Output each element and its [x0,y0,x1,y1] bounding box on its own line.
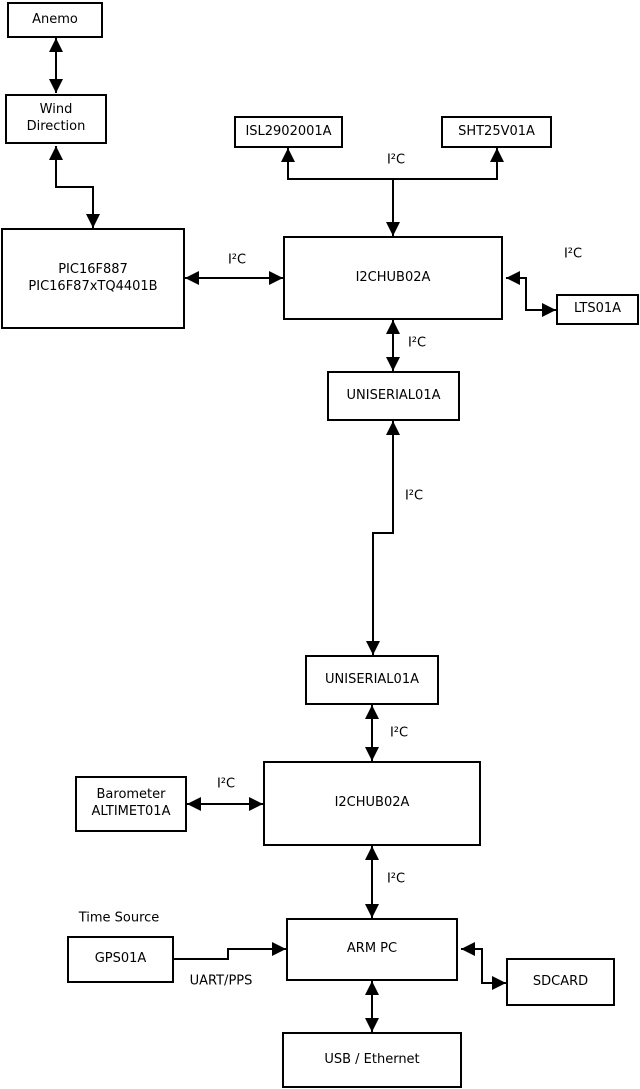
node-isl2902001a: ISL2902001A [234,116,343,148]
node-lts01a-label: LTS01A [573,301,622,317]
node-uniserial01a-lower: UNISERIAL01A [305,655,439,705]
node-anemo-label: Anemo [32,11,78,27]
label-i2c-uni2-hub2: I²C [389,725,409,741]
node-gps01a-label: GPS01A [94,951,147,967]
node-barometer-altimet01a-label: Barometer ALTIMET01A [91,787,171,819]
node-usb-ethernet-label: USB / Ethernet [324,1051,420,1067]
label-i2c-bus-top: I²C [386,152,406,168]
label-i2c-hub1-lts: I²C [563,246,583,262]
connector-arm-sdcard [461,942,506,990]
connector-wind-pic [49,146,100,228]
label-i2c-uni1-uni2: I²C [404,488,424,504]
node-wind-direction: Wind Direction [5,94,107,144]
node-lts01a: LTS01A [556,294,639,325]
node-uniserial01a-upper: UNISERIAL01A [327,371,460,421]
label-i2c-hub1-uni1: I²C [407,335,427,351]
node-pic16f887-label: PIC16F887 PIC16F87xTQ4401B [28,261,158,294]
node-uniserial01a-lower-label: UNISERIAL01A [325,671,419,687]
node-anemo: Anemo [7,2,103,38]
node-sdcard: SDCARD [506,958,615,1006]
node-isl2902001a-label: ISL2902001A [245,123,332,139]
node-pic16f887: PIC16F887 PIC16F87xTQ4401B [1,228,185,329]
node-gps01a: GPS01A [67,936,174,983]
label-i2c-pic-hub1: I²C [227,252,247,268]
connector-hub1-lts [506,271,556,317]
node-usb-ethernet: USB / Ethernet [282,1032,462,1088]
label-i2c-baro-hub2: I²C [216,776,236,792]
connector-gps-arm [173,942,286,960]
node-sht25v01a: SHT25V01A [441,116,552,148]
node-uniserial01a-upper-label: UNISERIAL01A [346,387,441,403]
node-sdcard-label: SDCARD [532,973,589,989]
label-time-source: Time Source [78,910,160,926]
label-uart-pps: UART/PPS [189,973,253,989]
node-i2chub02a-lower-label: I2CHUB02A [334,795,410,811]
node-sht25v01a-label: SHT25V01A [458,123,535,139]
node-arm-pc: ARM PC [286,918,458,981]
connector-uni1-uni2 [366,421,400,655]
label-i2c-hub2-arm: I²C [386,871,406,887]
node-wind-direction-label: Wind Direction [26,102,86,134]
node-i2chub02a-upper-label: I2CHUB02A [355,269,431,285]
node-barometer-altimet01a: Barometer ALTIMET01A [75,776,187,832]
node-arm-pc-label: ARM PC [346,941,398,957]
node-i2chub02a-lower: I2CHUB02A [263,761,481,846]
node-i2chub02a-upper: I2CHUB02A [283,236,503,320]
